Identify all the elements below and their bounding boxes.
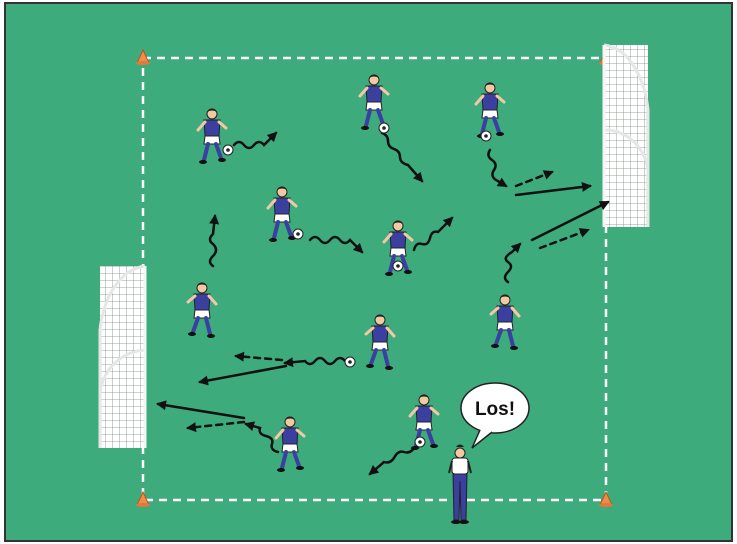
ball-p10	[415, 437, 425, 447]
ball-p2	[379, 123, 389, 133]
ball-p5	[393, 261, 403, 271]
ball-p4	[293, 229, 303, 239]
ball-p1	[223, 145, 233, 155]
ball-p3	[481, 131, 491, 141]
goal-left	[100, 266, 145, 448]
ball-p8	[345, 357, 355, 367]
speech-text: Los!	[475, 399, 515, 420]
goal-right	[604, 45, 648, 227]
